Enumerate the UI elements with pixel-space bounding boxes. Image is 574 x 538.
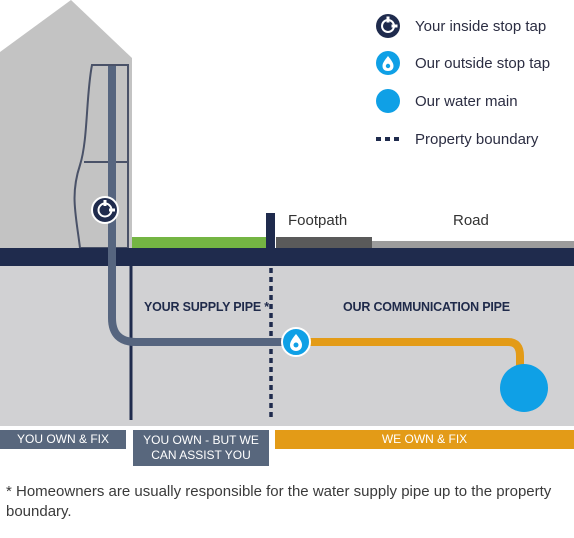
outside-stop-tap-icon	[281, 327, 311, 357]
legend-water-main-label: Our water main	[415, 92, 518, 110]
band-you-own-fix-label: YOU OWN & FIX	[16, 432, 109, 446]
band-you-own-fix: YOU OWN & FIX	[0, 430, 126, 449]
legend-outside-stop-tap-label: Our outside stop tap	[415, 54, 551, 72]
water-main-legend-icon	[376, 89, 400, 113]
inside-stop-tap-legend-icon	[376, 14, 400, 38]
supply-pipe-label: YOUR SUPPLY PIPE *	[144, 300, 269, 314]
band-you-own-assist: YOU OWN - BUT WE CAN ASSIST YOU	[133, 430, 269, 466]
inside-stop-tap-icon	[91, 196, 119, 224]
road-surface	[372, 241, 574, 248]
legend-property-boundary: Property boundary	[375, 126, 538, 152]
legend-outside-stop-tap: Our outside stop tap	[375, 50, 550, 76]
ground-level-band	[0, 248, 574, 266]
communication-pipe-label: OUR COMMUNICATION PIPE	[343, 300, 510, 314]
legend-inside-stop-tap-label: Your inside stop tap	[415, 17, 547, 35]
supply-pipe	[108, 66, 282, 346]
grass	[132, 237, 270, 248]
house-window-frame	[73, 64, 129, 249]
legend-inside-stop-tap: Your inside stop tap	[375, 13, 546, 39]
band-you-own-assist-line1: YOU OWN - BUT WE	[143, 433, 259, 447]
footpath-surface	[276, 237, 372, 248]
house	[0, 0, 132, 248]
band-you-own-assist-line2: CAN ASSIST YOU	[151, 448, 251, 462]
property-boundary-legend-icon	[376, 137, 399, 141]
water-main-circle	[500, 364, 548, 412]
outside-stop-tap-legend-icon	[376, 51, 400, 75]
footpath-label: Footpath	[288, 212, 348, 229]
road-label: Road	[453, 212, 489, 229]
communication-pipe	[300, 338, 524, 376]
legend-property-boundary-label: Property boundary	[415, 130, 539, 148]
footnote: * Homeowners are usually responsible for…	[6, 483, 552, 520]
band-we-own-fix: WE OWN & FIX	[275, 430, 574, 449]
band-we-own-fix-label: WE OWN & FIX	[381, 432, 468, 446]
legend-water-main: Our water main	[375, 88, 518, 114]
boundary-post	[266, 213, 275, 248]
